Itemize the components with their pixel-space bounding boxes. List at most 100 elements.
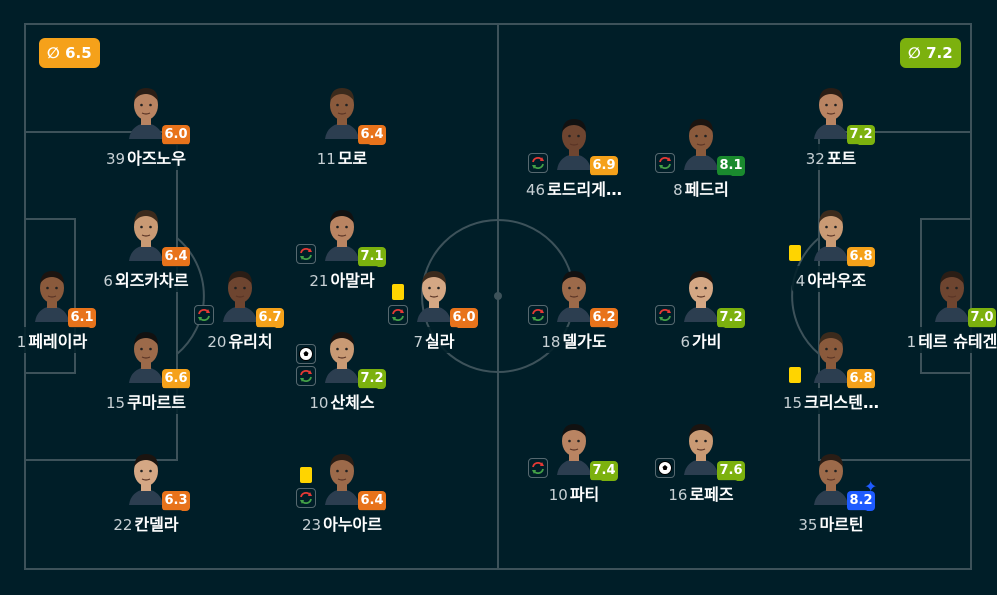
player-rating-badge: 6.0	[162, 125, 190, 145]
player-number: 18	[541, 333, 561, 351]
player-photo	[810, 449, 852, 505]
player-name: 크리스텐…	[804, 393, 879, 412]
substitution-icon	[194, 305, 214, 325]
player-name: 칸델라	[134, 515, 179, 534]
player-rating-badge: 6.8	[847, 247, 875, 267]
player-photo	[125, 83, 167, 139]
yellow-card-icon	[296, 466, 316, 486]
player-event-icons	[194, 305, 216, 327]
player-photo	[680, 114, 722, 170]
player-rating-badge: 7.0	[968, 308, 996, 328]
player-event-icons	[528, 458, 550, 480]
player-name: 페드리	[684, 180, 729, 199]
player-event-icons	[655, 458, 677, 480]
player-rating-badge: 6.2	[590, 308, 618, 328]
player-number: 7	[413, 333, 424, 351]
player-name: 아라우조	[807, 271, 867, 290]
player-number: 15	[106, 394, 126, 412]
player-number: 16	[668, 486, 688, 504]
substitution-icon	[528, 458, 548, 478]
player-number: 32	[805, 150, 825, 168]
player-photo	[321, 327, 363, 383]
player-name: 산체스	[330, 393, 375, 412]
player-photo	[413, 266, 455, 322]
player-event-icons	[296, 466, 318, 510]
player-rating-badge: 7.1	[358, 247, 386, 267]
player-name: 아즈노우	[127, 149, 186, 168]
player-rating-badge: 6.6	[162, 369, 190, 389]
home-average-rating: ∅ 6.5	[39, 38, 100, 68]
player-number: 22	[113, 516, 133, 534]
player-rating-badge: 6.9	[590, 156, 618, 176]
player-photo	[321, 205, 363, 261]
player-number: 15	[783, 394, 803, 412]
player-number: 11	[316, 150, 336, 168]
player-number: 1	[16, 333, 27, 351]
player-name: 쿠마르트	[127, 393, 186, 412]
player-event-icons	[655, 153, 677, 175]
player-photo	[553, 114, 595, 170]
player-name: 페레이라	[28, 332, 88, 351]
player-name: 가비	[692, 332, 722, 351]
player-number: 46	[526, 181, 546, 199]
away-average-rating-text: ∅ 7.2	[908, 44, 953, 62]
player-photo	[219, 266, 261, 322]
player-rating-badge: 7.2	[717, 308, 745, 328]
player-photo	[321, 449, 363, 505]
player-name: 로페즈	[689, 485, 734, 504]
player-number: 21	[309, 272, 329, 290]
substitution-icon	[296, 366, 316, 386]
player-event-icons	[655, 305, 677, 327]
player-event-icons	[528, 305, 550, 327]
player-number: 6	[680, 333, 691, 351]
player-number: 1	[906, 333, 917, 351]
player-rating-badge: 6.0	[450, 308, 478, 328]
player-photo	[810, 205, 852, 261]
player-name: 마르틴	[819, 515, 864, 534]
player-name: 실라	[425, 332, 455, 351]
player-photo	[321, 83, 363, 139]
substitution-icon	[296, 488, 316, 508]
player-photo	[553, 266, 595, 322]
player-number: 35	[798, 516, 818, 534]
substitution-icon	[296, 244, 316, 264]
player-rating-badge: 7.6	[717, 461, 745, 481]
player-number: 10	[548, 486, 568, 504]
player-name: 파티	[569, 485, 600, 504]
player-name: 모로	[337, 149, 368, 168]
player-rating-badge: 6.4	[358, 125, 386, 145]
